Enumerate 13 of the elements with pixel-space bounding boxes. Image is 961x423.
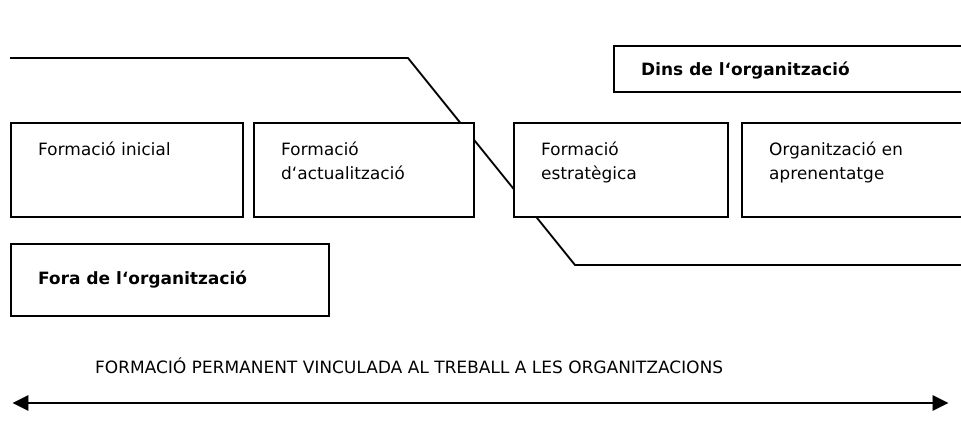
text-box — [10, 122, 244, 218]
box-label: Formació inicial — [38, 139, 172, 162]
box-label: Formació d‘actualització — [281, 139, 406, 186]
box-label: Organització en aprenentatge — [769, 139, 904, 186]
text-box — [741, 122, 961, 218]
box-label: Dins de l‘organització — [641, 59, 851, 82]
text-box — [10, 243, 330, 317]
arrow-caption: FORMACIÓ PERMANENT VINCULADA AL TREBALL A LES ORGANITZACIONS — [95, 358, 724, 378]
text-box — [513, 122, 729, 218]
text-box — [253, 122, 475, 218]
text-box — [613, 45, 961, 93]
box-label: Formació estratègica — [541, 139, 638, 186]
box-label: Fora de l‘organització — [38, 268, 248, 291]
